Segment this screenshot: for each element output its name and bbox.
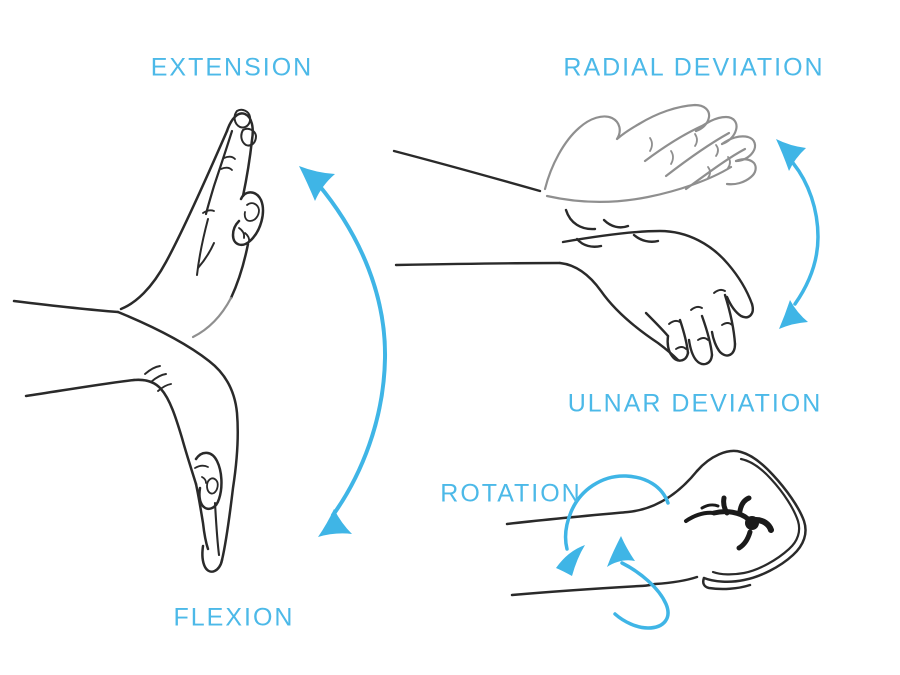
radial-ulnar-figure <box>392 103 757 366</box>
radial-ulnar-arrow-icon <box>776 139 820 329</box>
arrowhead-up-icon <box>607 536 635 567</box>
rotation-fist-drawing <box>684 449 807 591</box>
radial-deviation-label: RADIAL DEVIATION <box>563 53 825 82</box>
arrowhead-up-icon <box>299 166 335 201</box>
arrowhead-down-left-icon <box>556 545 585 576</box>
right-forearm-drawing <box>392 149 562 267</box>
rotation-arrow-icon <box>556 474 670 630</box>
flexion-label: FLEXION <box>173 603 295 632</box>
extension-label: EXTENSION <box>150 53 314 82</box>
extension-hand-drawing <box>119 108 265 339</box>
rotation-label: ROTATION <box>440 479 582 508</box>
extension-flexion-figure <box>12 108 265 573</box>
rotation-figure <box>505 449 807 597</box>
left-forearm-drawing <box>12 299 136 398</box>
flexion-hand-drawing <box>116 310 240 573</box>
arrowhead-down-icon <box>318 509 352 537</box>
ulnar-deviation-hand-drawing <box>558 208 754 366</box>
arrowhead-up-icon <box>776 139 806 171</box>
ulnar-deviation-label: ULNAR DEVIATION <box>567 389 823 418</box>
extension-flexion-arrow-icon <box>299 166 388 537</box>
rotation-forearm-drawing <box>505 469 699 597</box>
arrowhead-down-icon <box>779 300 808 329</box>
fist-knuckles-drawing <box>684 495 774 551</box>
radial-deviation-hand-drawing <box>543 103 757 203</box>
